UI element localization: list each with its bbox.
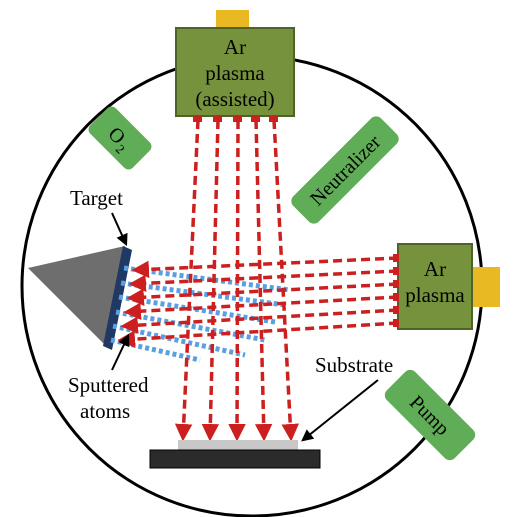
ar-source-grid [393,254,399,327]
assisted-beams-to-substrate [174,119,299,442]
assisted-source-label-1: Ar [224,35,246,59]
substrate-label: Substrate [315,353,393,377]
target-holder [28,246,125,345]
assisted-source-connector [216,10,249,30]
substrate-holder [149,449,321,469]
assisted-ar-plasma-source [175,27,295,117]
target-label: Target [70,186,123,210]
target-pointer [111,212,128,247]
ar-beams-to-target [117,256,399,348]
target-face [103,246,132,350]
ar-source-connector [470,267,500,307]
sputtered-pointer [111,333,130,371]
assisted-source-grid [193,116,278,122]
sputtered-label-1: Sputtered [68,373,149,397]
ar-source-label-1: Ar [424,257,446,281]
ar-plasma-source [397,243,473,330]
substrate [178,440,298,450]
assisted-source-label-2: plasma [205,61,265,85]
ar-source-label-2: plasma [405,283,465,307]
o2-inlet: O 2 [88,106,152,170]
assisted-source-label-3: (assisted) [195,87,274,111]
substrate-pointer [301,379,379,442]
sputtered-label-2: atoms [80,399,130,423]
